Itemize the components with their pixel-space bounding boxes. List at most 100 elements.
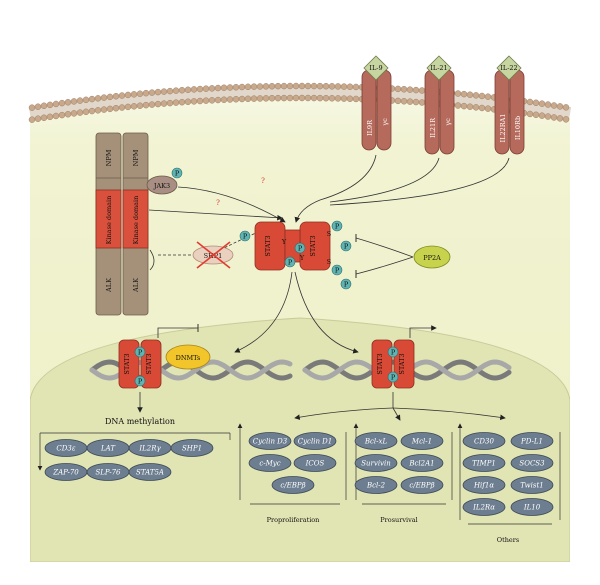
activated-gene: Twist1 bbox=[510, 476, 554, 494]
svg-text:P: P bbox=[243, 233, 248, 241]
repressed-gene: SLP-76 bbox=[86, 463, 130, 481]
activated-gene-label: Bcl2A1 bbox=[408, 460, 434, 468]
stat3-right: STAT3 bbox=[309, 235, 317, 256]
activated-gene-label: CD30 bbox=[474, 438, 494, 446]
il22ra1-label: IL22RA1 bbox=[499, 114, 507, 143]
activated-gene: ICOS bbox=[293, 454, 337, 472]
activated-gene: Survivin bbox=[354, 454, 398, 472]
activated-gene: c/EBPβ bbox=[400, 476, 444, 494]
activated-gene: SOCS3 bbox=[510, 454, 554, 472]
npm-alk-fusion: NPM NPM Kinase domain Kinase domain ALK … bbox=[95, 132, 149, 316]
repressed-gene-label: CD3ε bbox=[56, 445, 75, 453]
alk-label-1: ALK bbox=[105, 278, 113, 293]
il9-ligand: IL-9 bbox=[369, 64, 382, 72]
svg-text:P: P bbox=[138, 349, 143, 357]
activated-gene-label: SOCS3 bbox=[519, 460, 545, 468]
activated-gene-label: c/EBPβ bbox=[280, 482, 305, 490]
nuclear-arrows bbox=[234, 271, 359, 354]
kinase-label-2: Kinase domain bbox=[132, 196, 140, 245]
repressed-gene-label: ZAP-70 bbox=[52, 469, 79, 477]
il10rb-label: IL10Rb bbox=[514, 116, 522, 140]
svg-text:STAT3: STAT3 bbox=[398, 353, 406, 374]
activated-gene: Bcl2A1 bbox=[400, 454, 444, 472]
activated-gene: PD-L1 bbox=[510, 432, 554, 450]
activated-gene-label: PD-L1 bbox=[520, 438, 543, 446]
il21-receptor: IL-21 IL21R γc bbox=[424, 55, 455, 155]
activated-gene-label: IL2Rα bbox=[472, 504, 495, 512]
svg-text:PP2A: PP2A bbox=[423, 254, 441, 262]
svg-text:Y: Y bbox=[299, 254, 305, 262]
activated-gene-label: Bcl-2 bbox=[366, 482, 386, 490]
svg-text:P: P bbox=[298, 245, 303, 253]
stat3-dimer: STAT3 STAT3 Y Y S S P P P P P P bbox=[254, 220, 352, 290]
npm-label-1: NPM bbox=[105, 149, 113, 166]
il21r-label: IL21R bbox=[429, 117, 437, 138]
activated-gene-label: c-Myc bbox=[259, 460, 280, 468]
activated-gene-label: Bcl-xL bbox=[364, 438, 388, 446]
activated-gene: Cyclin D1 bbox=[293, 432, 337, 450]
repressed-gene: CD3ε bbox=[44, 439, 88, 457]
il9r-label: IL9R bbox=[366, 119, 374, 136]
activated-gene-label: Cyclin D1 bbox=[298, 438, 333, 446]
group-label: Proproliferation bbox=[267, 516, 320, 524]
repressed-gene: ZAP-70 bbox=[44, 463, 88, 481]
activated-gene-label: Twist1 bbox=[520, 482, 544, 490]
pp2a: PP2A bbox=[355, 234, 451, 278]
repressed-gene-label: STAT5A bbox=[136, 469, 164, 477]
kinase-label-1: Kinase domain bbox=[105, 196, 113, 245]
activated-gene: IL10 bbox=[510, 498, 554, 516]
dnmts-label: DNMTs bbox=[176, 354, 201, 362]
activated-gene-label: c/EBPβ bbox=[409, 482, 434, 490]
svg-text:Y: Y bbox=[281, 238, 287, 246]
unknown-mark-alk: ? bbox=[216, 199, 220, 207]
group-brackets bbox=[237, 423, 561, 525]
il21-gc-label: γc bbox=[444, 118, 452, 126]
repressed-gene-label: LAT bbox=[100, 445, 116, 453]
repressed-gene: SHP1 bbox=[170, 439, 214, 457]
activated-gene: IL2Rα bbox=[462, 498, 506, 516]
activated-gene-label: Cyclin D3 bbox=[253, 438, 288, 446]
svg-text:STAT3: STAT3 bbox=[145, 353, 153, 374]
il9-gc-label: γc bbox=[381, 118, 389, 126]
activated-gene-label: Mcl-1 bbox=[411, 438, 432, 446]
svg-text:P: P bbox=[138, 378, 143, 386]
repressed-gene-label: SHP1 bbox=[182, 445, 202, 453]
il22-ligand: IL-22 bbox=[500, 64, 517, 72]
repressed-gene-label: IL2Rγ bbox=[138, 445, 161, 453]
svg-text:P: P bbox=[391, 374, 396, 382]
svg-text:S: S bbox=[327, 258, 331, 266]
activated-gene-label: Hif1α bbox=[473, 482, 494, 490]
repressed-bracket bbox=[37, 432, 231, 471]
stat3-activator: STAT3 STAT3 P P bbox=[371, 325, 437, 408]
stat3-dnmt-complex: STAT3 STAT3 P P DNMTs bbox=[118, 324, 211, 413]
fanout-arrows bbox=[294, 407, 506, 421]
svg-text:STAT3: STAT3 bbox=[376, 353, 384, 374]
repressed-gene: STAT5A bbox=[128, 463, 172, 481]
stat3-left: STAT3 bbox=[264, 235, 272, 256]
activated-gene-label: Survivin bbox=[361, 460, 391, 468]
repressed-gene: LAT bbox=[86, 439, 130, 457]
svg-text:P: P bbox=[288, 259, 293, 267]
svg-text:P: P bbox=[391, 349, 396, 357]
alk-label-2: ALK bbox=[132, 278, 140, 293]
npm-alk-arrows bbox=[148, 186, 286, 271]
activated-gene: Hif1α bbox=[462, 476, 506, 494]
group-label: Prosurvival bbox=[380, 516, 417, 524]
repressed-gene-label: SLP-76 bbox=[95, 469, 121, 477]
svg-text:STAT3: STAT3 bbox=[123, 353, 131, 374]
svg-text:P: P bbox=[344, 281, 349, 289]
jak3-phospho: P bbox=[175, 170, 180, 178]
activated-gene: Mcl-1 bbox=[400, 432, 444, 450]
activated-gene: Bcl-xL bbox=[354, 432, 398, 450]
il21-ligand: IL-21 bbox=[430, 64, 447, 72]
activated-gene: CD30 bbox=[462, 432, 506, 450]
il9-receptor: IL-9 IL9R γc bbox=[361, 55, 392, 151]
activated-gene-label: TIMP1 bbox=[472, 460, 496, 468]
repressed-gene: IL2Rγ bbox=[128, 439, 172, 457]
dna-methylation-label: DNA methylation bbox=[105, 417, 175, 426]
unknown-mark-jak3: ? bbox=[261, 177, 265, 185]
npm-label-2: NPM bbox=[132, 149, 140, 166]
activated-gene-label: ICOS bbox=[305, 460, 325, 468]
